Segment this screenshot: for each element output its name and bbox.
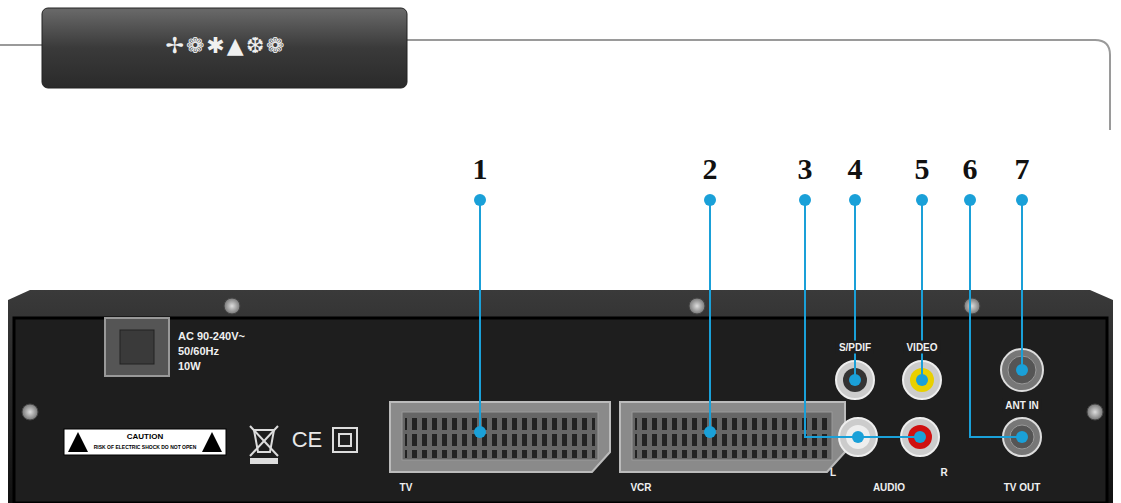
callout-number: 2 <box>703 152 718 185</box>
port-label: VCR <box>630 482 651 493</box>
caution-text: RISK OF ELECTRIC SHOCK DO NOT OPEN <box>94 445 197 451</box>
title-tab-text: ✢❁✱▲❆❁ <box>165 34 286 58</box>
power-rating: 10W <box>178 360 201 372</box>
leader-line <box>480 200 1022 437</box>
panel-face <box>14 318 1107 503</box>
scart-connector <box>390 402 610 472</box>
leader-dot <box>474 194 1028 443</box>
weee-symbol <box>250 426 278 456</box>
power-rating: AC 90-240V~ <box>178 330 245 342</box>
callout-number: 7 <box>1015 152 1030 185</box>
rca-jack <box>836 361 941 456</box>
housing <box>8 290 1113 503</box>
port-label: S/PDIF <box>836 341 874 354</box>
power-switch <box>120 330 154 364</box>
warning-triangle <box>68 432 88 452</box>
port-label: VIDEO <box>903 341 940 354</box>
port-label: R <box>940 467 947 478</box>
port-label: TV OUT <box>1004 482 1041 493</box>
callout-number: 1 <box>473 152 488 185</box>
weee-bar <box>250 458 278 464</box>
power-rating: 50/60Hz <box>178 345 219 357</box>
callout-number: 6 <box>963 152 978 185</box>
caution-text: CAUTION <box>127 433 163 442</box>
port-label: L <box>830 467 836 478</box>
ce-mark: CE <box>292 428 323 452</box>
rf-connector <box>1001 349 1043 456</box>
warning-triangle <box>202 432 222 452</box>
callout-number: 4 <box>848 152 863 185</box>
callout-number: 5 <box>915 152 930 185</box>
double-insulation-symbol <box>333 428 357 452</box>
power-switch <box>105 318 169 376</box>
callout-number: 3 <box>798 152 813 185</box>
title-tab <box>42 8 407 88</box>
double-insulation-symbol <box>339 434 351 446</box>
port-label: ANT IN <box>1002 399 1041 412</box>
port-label: AUDIO <box>873 482 905 493</box>
caution-label <box>64 429 226 455</box>
port-label: TV <box>400 482 413 493</box>
